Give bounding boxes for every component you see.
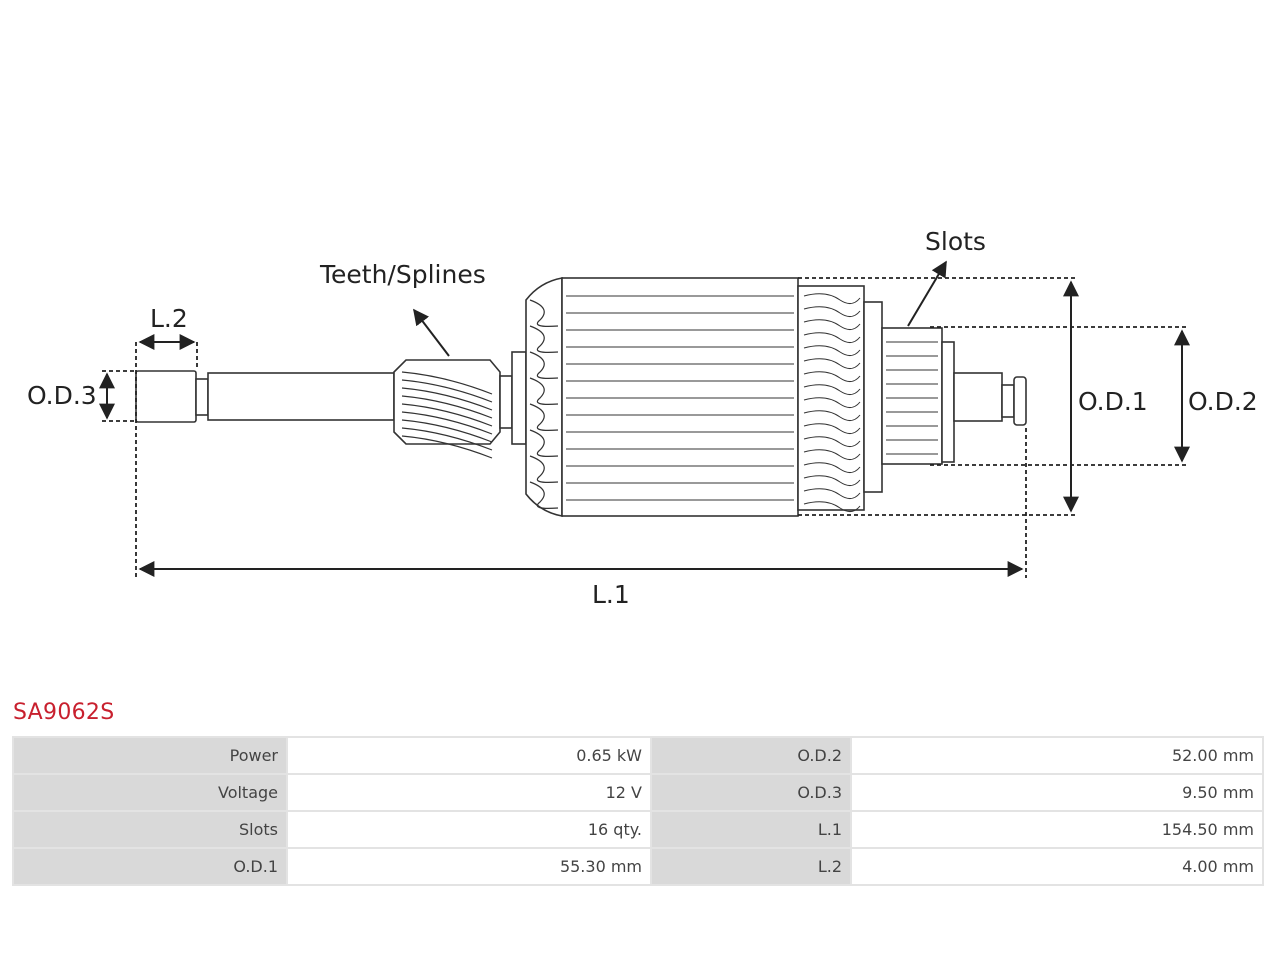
table-row: Voltage 12 V O.D.3 9.50 mm [14, 775, 1262, 810]
label-l1: L.1 [592, 580, 630, 609]
spec-value: 55.30 mm [288, 849, 650, 884]
table-row: Power 0.65 kW O.D.2 52.00 mm [14, 738, 1262, 773]
spec-value: 12 V [288, 775, 650, 810]
spec-key: O.D.3 [652, 775, 850, 810]
commutator-ring [941, 341, 955, 463]
spec-value: 0.65 kW [288, 738, 650, 773]
commutator [881, 327, 943, 465]
table-row: O.D.1 55.30 mm L.2 4.00 mm [14, 849, 1262, 884]
label-od3: O.D.3 [27, 381, 97, 410]
shaft-neck [195, 378, 209, 416]
right-shaft-end [1013, 376, 1027, 426]
label-od2: O.D.2 [1188, 387, 1258, 416]
spec-key: Slots [14, 812, 286, 847]
right-windings [797, 285, 865, 511]
collar-2 [511, 351, 527, 445]
label-od1: O.D.1 [1078, 387, 1148, 416]
splines [393, 359, 501, 445]
label-l2: L.2 [150, 304, 188, 333]
spec-key: L.1 [652, 812, 850, 847]
spec-value: 9.50 mm [852, 775, 1262, 810]
right-shaft [953, 372, 1003, 422]
spec-key: Power [14, 738, 286, 773]
spec-key: Voltage [14, 775, 286, 810]
spec-key: O.D.2 [652, 738, 850, 773]
specs-table: Power 0.65 kW O.D.2 52.00 mm Voltage 12 … [12, 736, 1264, 886]
spec-key: O.D.1 [14, 849, 286, 884]
label-teeth-splines: Teeth/Splines [319, 260, 486, 289]
spec-value: 16 qty. [288, 812, 650, 847]
collar [499, 375, 513, 429]
shaft [207, 372, 395, 421]
armature-core [561, 277, 799, 517]
label-slots: Slots [925, 227, 986, 256]
spec-key: L.2 [652, 849, 850, 884]
armature-diagram: Teeth/Splines Slots L.2 O.D.3 L.1 O.D.1 … [27, 227, 1258, 609]
table-row: Slots 16 qty. L.1 154.50 mm [14, 812, 1262, 847]
riser [863, 301, 883, 493]
shaft-end [135, 370, 197, 423]
right-shaft-tip [1001, 384, 1015, 418]
spec-value: 4.00 mm [852, 849, 1262, 884]
spec-value: 154.50 mm [852, 812, 1262, 847]
part-code: SA9062S [13, 700, 115, 725]
spec-value: 52.00 mm [852, 738, 1262, 773]
